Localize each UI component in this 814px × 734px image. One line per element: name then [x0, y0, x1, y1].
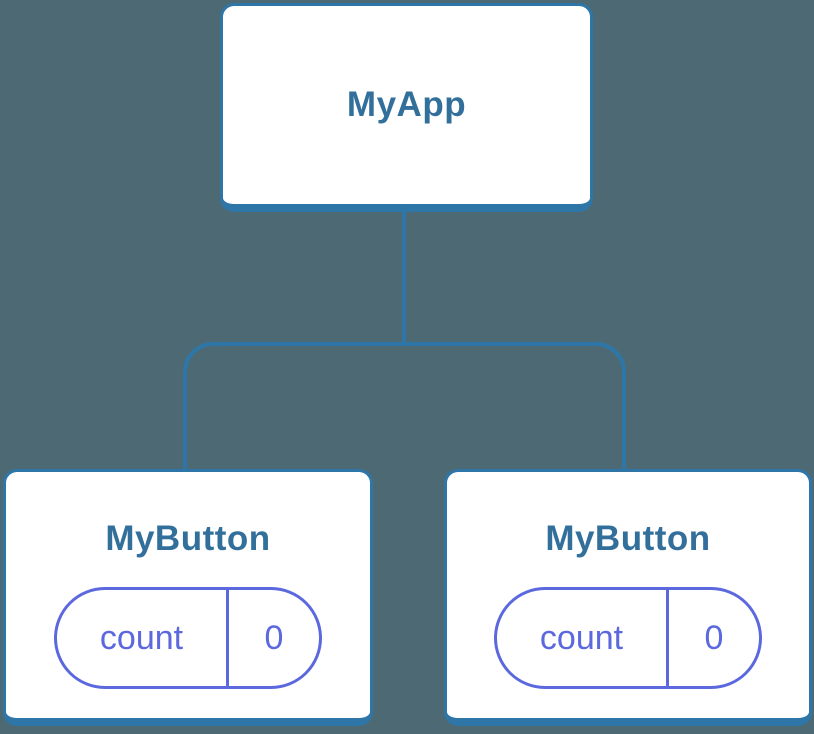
- connector-bracket: [183, 342, 626, 469]
- node-myapp-label: MyApp: [346, 85, 467, 124]
- state-pill-1-name: count: [57, 590, 229, 686]
- state-pill-1: count 0: [54, 587, 322, 689]
- state-pill-1-value: 0: [264, 618, 284, 657]
- node-mybutton-2-label: MyButton: [545, 519, 711, 558]
- state-pill-2-name: count: [497, 590, 669, 686]
- node-mybutton-1: MyButton count 0: [3, 469, 373, 726]
- state-pill-2-value: 0: [704, 618, 724, 657]
- node-mybutton-2: MyButton count 0: [444, 469, 812, 726]
- node-mybutton-1-label: MyButton: [105, 519, 271, 558]
- state-pill-2: count 0: [494, 587, 762, 689]
- connector-stem: [402, 210, 406, 344]
- node-myapp: MyApp: [220, 3, 593, 212]
